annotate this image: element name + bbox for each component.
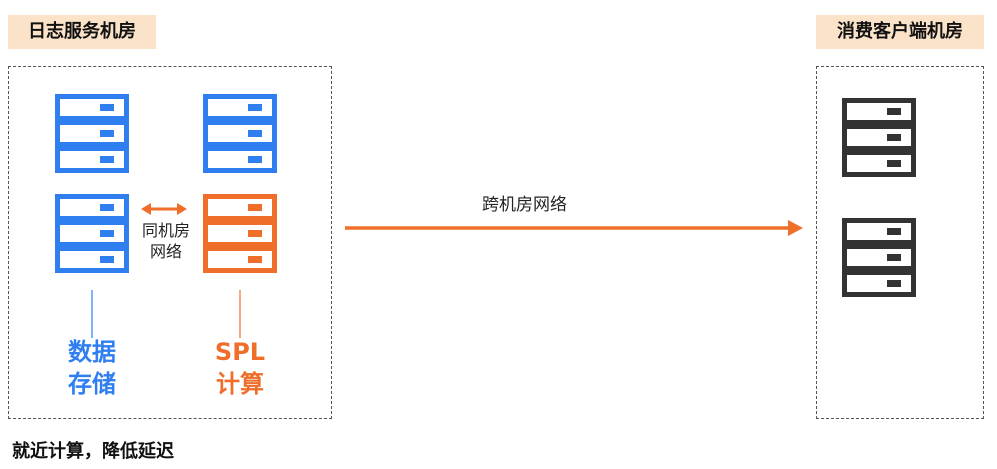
consumer-room-title: 消费客户端机房 [816,15,984,49]
cross-room-network-label: 跨机房网络 [482,195,567,215]
consumer-server-top-icon [842,98,916,177]
storage-server-top-icon [55,94,129,173]
storage-server-icon [55,194,129,273]
spl-label: SPL 计算 [214,338,266,398]
same-room-network-label: 同机房 网络 [141,221,190,261]
cross-room-arrow [345,220,803,236]
consumer-room-boundary [816,66,984,419]
server-top-right-icon [203,94,277,173]
spl-server-icon [203,194,277,273]
footer-caption: 就近计算，降低延迟 [12,441,174,462]
storage-label: 数据 存储 [68,338,116,398]
same-room-double-arrow [141,203,187,215]
log-room-title: 日志服务机房 [8,15,156,49]
log-room-boundary [8,66,332,419]
consumer-server-bottom-icon [842,218,916,297]
